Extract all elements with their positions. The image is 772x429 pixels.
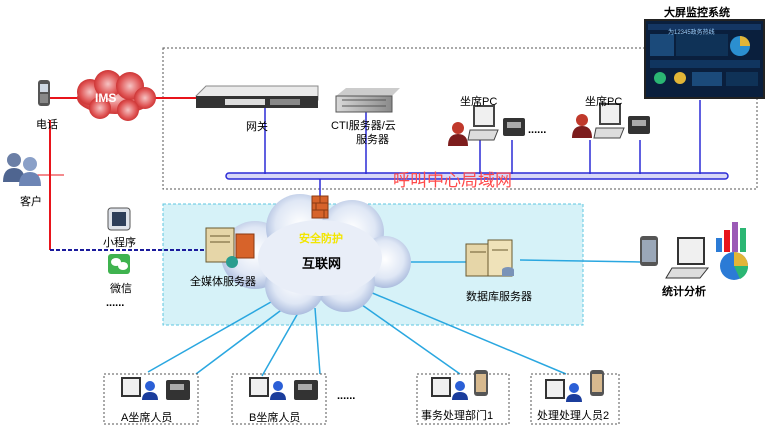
ims-cloud	[77, 70, 156, 121]
cti-server-label-1: CTI服务器/云	[331, 120, 396, 132]
handler-icon	[545, 370, 604, 402]
gateway-label: 网关	[246, 121, 268, 133]
remote-ellipsis: ......	[337, 390, 356, 402]
mobile-phone-icon	[38, 80, 50, 106]
big-screen-monitor-icon	[644, 19, 765, 99]
seat-a-label: A坐席人员	[121, 412, 173, 424]
stats-label: 统计分析	[662, 286, 706, 298]
phone-label: 电话	[36, 119, 58, 131]
customer-icon	[3, 153, 41, 186]
lan-bus	[225, 172, 729, 180]
handler-label: 处理处理人员2	[537, 410, 610, 422]
channel-ellipsis: ......	[106, 297, 125, 309]
seat-a-icon	[121, 377, 190, 400]
lan-label: 呼叫中心局域网	[393, 171, 512, 190]
customer-label: 客户	[20, 196, 42, 208]
firewall-icon	[311, 195, 329, 219]
seat-pc-2-label: 坐席PC	[585, 96, 623, 108]
stats-workstation-icon	[640, 236, 710, 279]
mini-program-icon	[107, 207, 131, 231]
media-server-label: 全媒体服务器	[190, 276, 256, 288]
seat-pc-1-label: 坐席PC	[460, 96, 498, 108]
seat-pc-2-icon	[572, 103, 650, 139]
monitor-banner: 为12345政务热线	[668, 30, 715, 36]
dept-zone	[416, 373, 510, 425]
dept-icon	[431, 370, 488, 400]
internet-label: 互联网	[302, 256, 342, 271]
cti-server-label-2: 服务器	[356, 134, 389, 146]
seat-b-label: B坐席人员	[249, 412, 301, 424]
gateway-device-icon	[195, 85, 319, 108]
wechat-icon	[108, 254, 130, 274]
big-screen-title: 大屏监控系统	[664, 7, 730, 19]
chart-graphic-icon	[716, 222, 749, 280]
cti-server-icon	[335, 88, 400, 113]
seat-pc-1-icon	[448, 105, 525, 146]
lan-ellipsis: ......	[528, 124, 547, 136]
seat-b-icon	[249, 377, 318, 400]
wechat-label: 微信	[110, 283, 132, 295]
security-label: 安全防护	[299, 233, 343, 245]
database-server-icon	[465, 239, 514, 277]
mini-program-label: 小程序	[103, 237, 136, 249]
handler-zone	[530, 373, 620, 425]
db-server-label: 数据库服务器	[466, 291, 532, 303]
media-server-icon	[205, 227, 255, 268]
dept-label: 事务处理部门1	[421, 410, 494, 422]
lan-zone	[162, 47, 758, 190]
ims-label: IMS	[95, 91, 117, 105]
